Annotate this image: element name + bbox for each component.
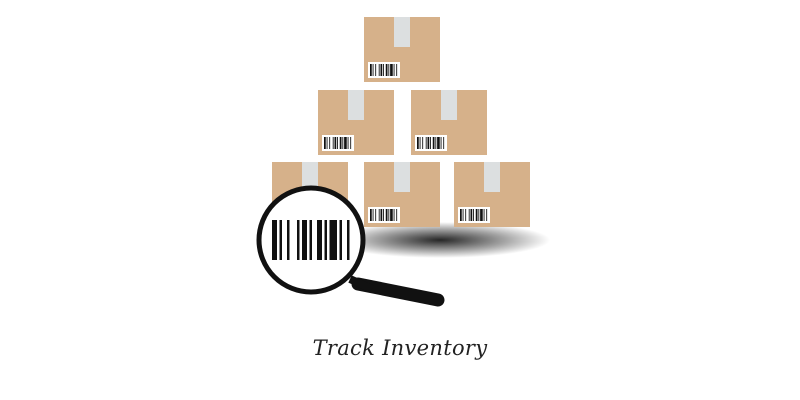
box-shadow: [330, 222, 550, 258]
barcode-icon: [458, 207, 490, 223]
caption-title: Track Inventory: [312, 336, 488, 360]
barcode-icon: [368, 207, 400, 223]
cardboard-box-icon: [364, 17, 440, 82]
cardboard-box-icon: [411, 90, 487, 155]
cardboard-box-icon: [364, 162, 440, 227]
barcode-icon: [322, 135, 354, 151]
cardboard-box-icon: [318, 90, 394, 155]
cardboard-box-icon: [454, 162, 530, 227]
barcode-icon: [368, 62, 400, 78]
barcode-icon: [415, 135, 447, 151]
barcode-icon: [272, 220, 350, 260]
magnifying-glass-icon: [256, 185, 445, 307]
